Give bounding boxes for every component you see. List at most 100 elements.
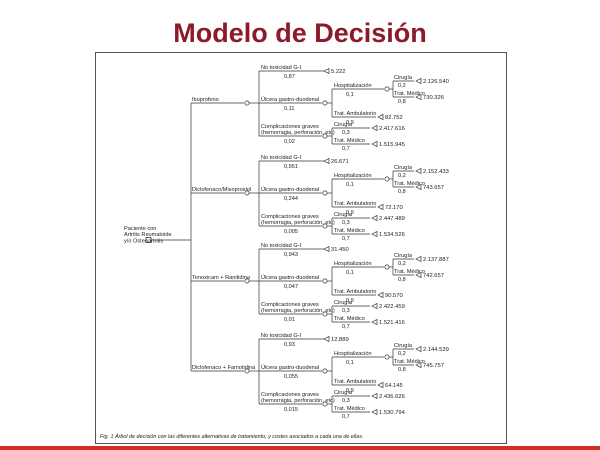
chance-node xyxy=(384,264,390,270)
sub-probability: 0,9 xyxy=(346,298,354,304)
terminal-node xyxy=(377,291,384,299)
outcome-probability: 0,11 xyxy=(284,106,294,112)
leaf-probability: 0,7 xyxy=(342,146,350,152)
sub-probability: 0,1 xyxy=(346,92,354,98)
leaf-label: Cirugía xyxy=(394,253,413,259)
leaf-label: Trat. Médico xyxy=(394,269,425,275)
chance-node xyxy=(322,278,328,284)
leaf-label: Trat. Médico xyxy=(334,228,365,234)
leaf-label: Trat. Médico xyxy=(334,138,365,144)
leaf-probability: 0,3 xyxy=(342,220,350,226)
outcome-label: Úlcera gastro-duodenal xyxy=(261,364,319,371)
leaf-cost: 2.137.887 xyxy=(423,257,449,263)
outcome-probability: 0,943 xyxy=(284,252,298,258)
outcome-probability: 0,005 xyxy=(284,229,298,235)
chance-node xyxy=(322,368,328,374)
leaf-cost: 745.757 xyxy=(423,363,444,369)
leaf-probability: 0,3 xyxy=(342,398,350,404)
sub-probability: 0,9 xyxy=(346,210,354,216)
outcome-label: Úlcera gastro-duodenal xyxy=(261,186,319,193)
branch-label: Diclofenaco + Famotidina xyxy=(192,365,256,371)
leaf-label: Trat. Médico xyxy=(334,316,365,322)
outcome-cost: 26.671 xyxy=(331,159,349,165)
terminal-node xyxy=(415,183,422,191)
terminal-node xyxy=(371,392,378,400)
outcome-label-line: Complicaciones graves xyxy=(261,302,319,308)
terminal-node xyxy=(371,140,378,148)
leaf-cost: 2.422.459 xyxy=(379,304,405,310)
outcome-cost: 5.222 xyxy=(331,69,346,75)
terminal-node xyxy=(323,157,330,165)
terminal-node xyxy=(377,203,384,211)
leaf-probability: 0,7 xyxy=(342,324,350,330)
outcome-probability: 0,02 xyxy=(284,139,295,145)
terminal-node xyxy=(371,302,378,310)
outcome-label-line: Complicaciones graves xyxy=(261,124,319,130)
leaf-probability: 0,3 xyxy=(342,308,350,314)
figure-caption: Fig. 1 Árbol de decisión con las diferen… xyxy=(100,433,363,440)
terminal-node xyxy=(371,124,378,132)
outcome-label: Complicaciones graves(hemorragia, perfor… xyxy=(261,302,335,314)
leaf-cost: 2.144.539 xyxy=(423,347,449,353)
leaf-cost: 2.447.489 xyxy=(379,216,405,222)
terminal-node xyxy=(377,113,384,121)
chance-node xyxy=(384,86,390,92)
leaf-label: Cirugía xyxy=(334,300,353,306)
chance-node xyxy=(322,190,328,196)
root-label-line: y/o Osteoartritis xyxy=(124,238,163,244)
leaf-label: Trat. Médico xyxy=(394,181,425,187)
leaf-probability: 0,8 xyxy=(398,367,406,373)
chance-node xyxy=(322,223,328,229)
outcome-label-line: (hemorragia, perforación, etc) xyxy=(261,308,335,314)
outcome-label-line: (hemorragia, perforación, etc) xyxy=(261,398,335,404)
terminal-node xyxy=(323,67,330,75)
chance-node xyxy=(322,401,328,407)
leaf-label: Cirugía xyxy=(394,75,413,81)
chance-node xyxy=(384,354,390,360)
leaf-probability: 0,2 xyxy=(398,351,406,357)
sub-label: Hospitalización xyxy=(334,173,372,179)
leaf-label: Cirugía xyxy=(334,390,353,396)
leaf-cost: 2.436.626 xyxy=(379,394,405,400)
leaf-cost: 2.417.616 xyxy=(379,126,405,132)
leaf-label: Cirugía xyxy=(394,343,413,349)
chance-node xyxy=(322,311,328,317)
leaf-probability: 0,7 xyxy=(342,414,350,420)
terminal-node xyxy=(323,335,330,343)
leaf-cost: 743.657 xyxy=(423,185,444,191)
leaf-cost: 1.530.794 xyxy=(379,410,406,416)
sub-probability: 0,1 xyxy=(346,182,354,188)
outcome-label: Complicaciones graves(hemorragia, perfor… xyxy=(261,124,335,136)
sub-label: Trat. Ambulatorio xyxy=(334,201,376,207)
outcome-cost: 31.450 xyxy=(331,247,349,253)
chance-node xyxy=(384,176,390,182)
chance-node xyxy=(244,190,250,196)
leaf-probability: 0,8 xyxy=(398,189,406,195)
leaf-label: Trat. Médico xyxy=(394,359,425,365)
leaf-cost: 1.515.945 xyxy=(379,142,405,148)
leaf-cost: 1.521.416 xyxy=(379,320,405,326)
terminal-node xyxy=(415,271,422,279)
leaf-probability: 0,7 xyxy=(342,236,350,242)
chance-node xyxy=(322,133,328,139)
leaf-probability: 0,3 xyxy=(342,130,350,136)
terminal-node xyxy=(371,318,378,326)
terminal-node xyxy=(415,255,422,263)
outcome-probability: 0,047 xyxy=(284,284,298,290)
footer-red-rule xyxy=(0,446,600,450)
terminal-node xyxy=(415,167,422,175)
sub-label: Trat. Ambulatorio xyxy=(334,111,376,117)
terminal-node xyxy=(415,345,422,353)
outcome-label-line: Complicaciones graves xyxy=(261,392,319,398)
sub-label: Trat. Ambulatorio xyxy=(334,379,376,385)
sub-probability: 0,9 xyxy=(346,388,354,394)
chance-node xyxy=(244,368,250,374)
sub-cost: 82.752 xyxy=(385,115,403,121)
terminal-node xyxy=(371,408,378,416)
terminal-node xyxy=(371,214,378,222)
sub-probability: 0,1 xyxy=(346,270,354,276)
outcome-label-line: (hemorragia, perforación, etc) xyxy=(261,130,335,136)
outcome-label-line: (hemorragia, perforación, etc) xyxy=(261,220,335,226)
